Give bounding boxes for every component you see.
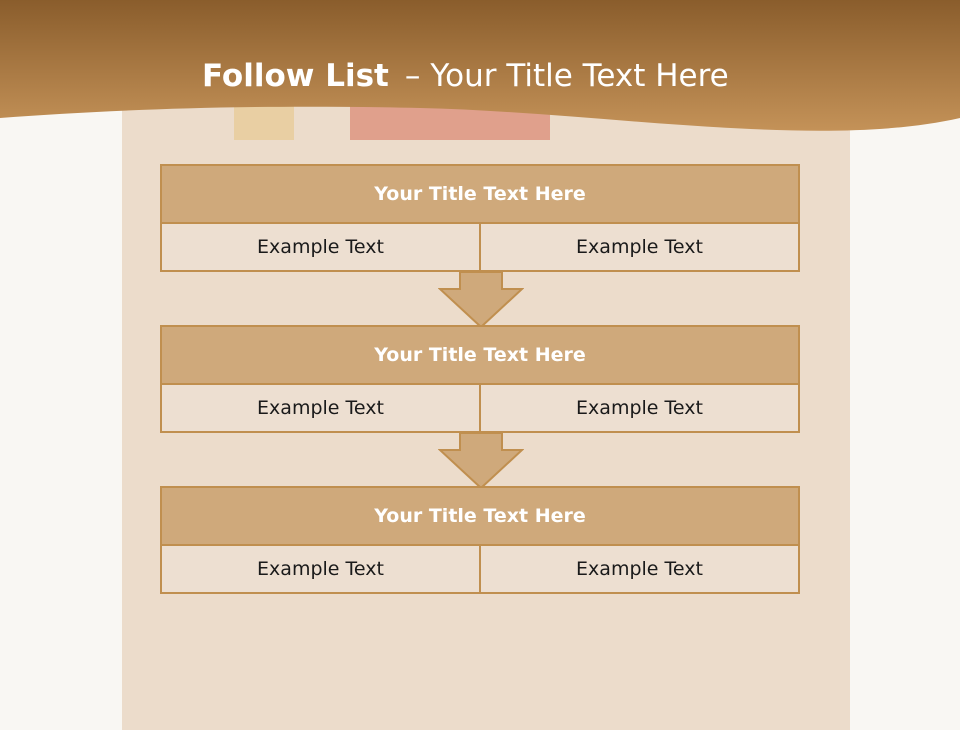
step-row: Example Text Example Text [162,546,798,592]
header-banner [0,0,960,131]
step-title: Your Title Text Here [162,166,798,224]
step-block-2: Your Title Text Here Example Text Exampl… [160,325,800,433]
step-title: Your Title Text Here [162,488,798,546]
step-title: Your Title Text Here [162,327,798,385]
step-cell-left: Example Text [257,236,384,258]
title-bold: Follow List [202,58,389,94]
down-arrow-icon [438,432,524,490]
step-block-1: Your Title Text Here Example Text Exampl… [160,164,800,272]
step-cell-left: Example Text [257,558,384,580]
down-arrow-icon [438,271,524,329]
step-cell-right: Example Text [479,546,798,592]
step-block-3: Your Title Text Here Example Text Exampl… [160,486,800,594]
title-dash: – [404,58,421,94]
title-rest: Your Title Text Here [430,58,729,94]
step-cell-right: Example Text [479,385,798,431]
step-cell-right: Example Text [479,224,798,270]
slide-title: Follow List–Your Title Text Here [202,52,729,100]
step-cell-left: Example Text [257,397,384,419]
step-row: Example Text Example Text [162,224,798,270]
step-row: Example Text Example Text [162,385,798,431]
